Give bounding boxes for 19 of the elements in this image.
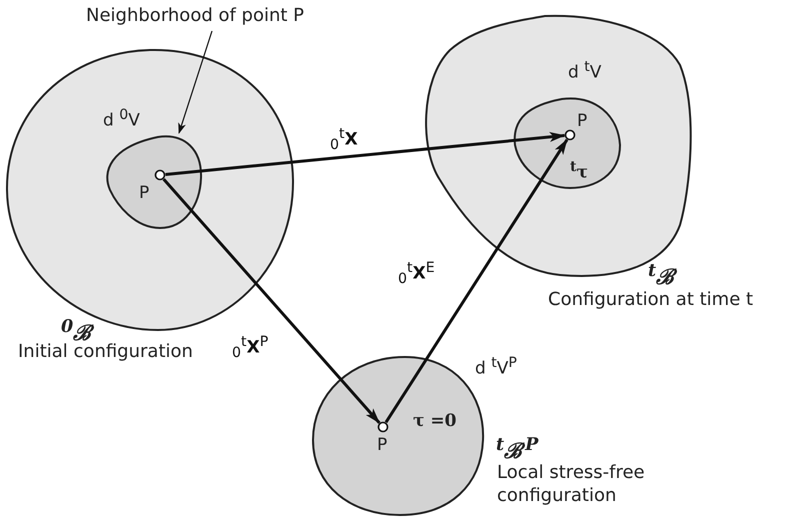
point-label: P bbox=[377, 436, 388, 455]
volume-label: d $^{t}$V bbox=[568, 60, 602, 82]
configuration-caption: Initial configuration bbox=[18, 342, 193, 362]
volume-label: d $^{t}$V$^{P}$ bbox=[475, 356, 517, 378]
arrow bbox=[162, 178, 380, 424]
configuration-caption: Configuration at time t bbox=[548, 290, 754, 310]
body-symbol: $^{0}$ℬ bbox=[58, 318, 92, 344]
arrow bbox=[165, 132, 566, 176]
point-label: P bbox=[139, 184, 150, 203]
configuration-caption: Local stress-free configuration bbox=[497, 462, 646, 507]
body-symbol: $^{t}$ℬ$^{P}$ bbox=[495, 436, 538, 462]
arrow bbox=[384, 138, 568, 424]
stress-label: τ =0 bbox=[413, 412, 456, 431]
leader-line bbox=[178, 30, 213, 134]
point-label: P bbox=[577, 112, 588, 131]
volume-label: d $^{0}$V bbox=[103, 108, 140, 130]
stress-label: $^{t}$τ bbox=[570, 160, 588, 182]
callout-text: Neighborhood of point P bbox=[86, 6, 304, 26]
body-symbol: $^{t}$ℬ bbox=[645, 262, 674, 288]
